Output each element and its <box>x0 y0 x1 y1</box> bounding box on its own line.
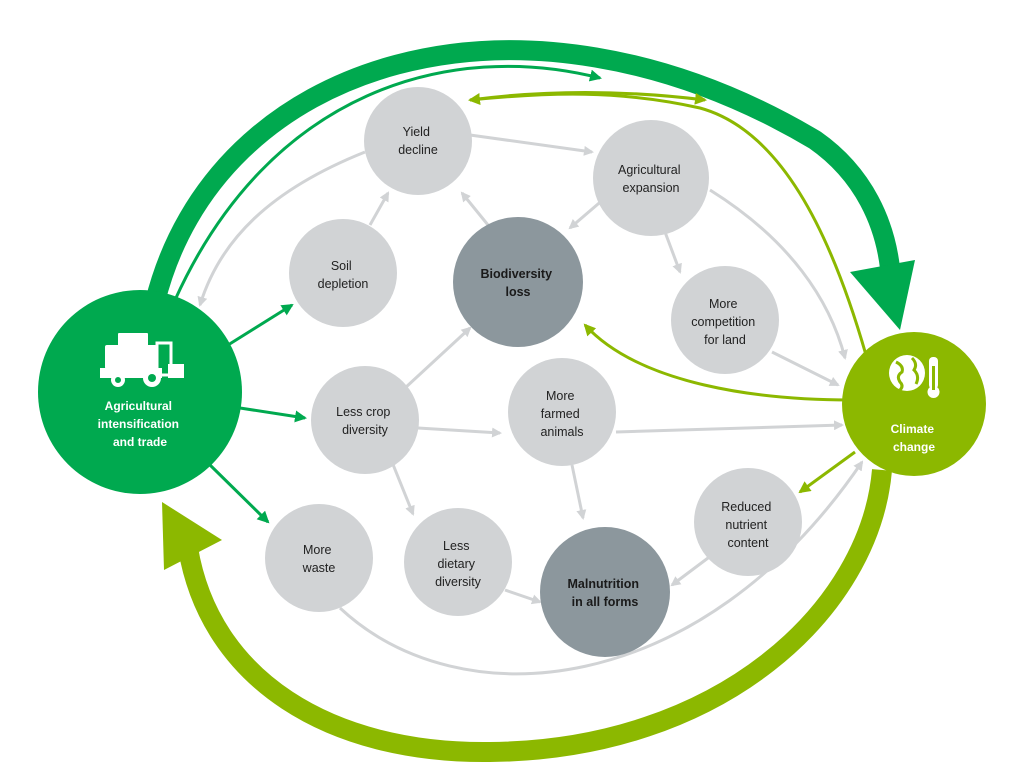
hub-agricultural-intensification: Agricultural intensification and trade <box>38 290 242 494</box>
hub-climate-change: Climate change <box>842 332 986 476</box>
node-dietary-line: dietary <box>437 557 475 571</box>
arrow-farmed-to-climate <box>615 420 844 434</box>
hub-climate-label: Climate change <box>891 422 938 454</box>
node-dietary-line: diversity <box>435 575 482 589</box>
node-reduced-line: Reduced <box>721 500 771 514</box>
node-biodiversity-loss: Biodiversity loss <box>453 217 583 347</box>
arrow-agri-to-top <box>173 64 602 301</box>
arrow-lesscrop-to-farmed <box>417 426 502 438</box>
outer-cycle <box>145 40 915 763</box>
combine-harvester-icon <box>100 333 184 387</box>
big-green-arrowhead <box>850 260 915 330</box>
grey-connectors <box>197 133 864 676</box>
node-lesscrop-line: diversity <box>342 423 389 437</box>
svg-text:Less crop diversity: Less crop diversity <box>336 405 394 437</box>
node-farmed-line: animals <box>540 425 583 439</box>
svg-text:Soil depletion: Soil depletion <box>318 259 369 291</box>
node-lesscrop-line: Less crop <box>336 405 390 419</box>
node-waste-line: waste <box>302 561 336 575</box>
hub-agri-label: Agricultural intensification and trade <box>98 399 183 449</box>
arrow-farmed-to-malnut <box>570 464 587 520</box>
node-more-competition-for-land: More competition for land <box>671 266 779 374</box>
svg-text:More waste: More waste <box>302 543 336 575</box>
arrow-soil-to-yield <box>368 191 390 226</box>
node-reduced-line: nutrient <box>725 518 767 532</box>
node-reduced-line: content <box>727 536 769 550</box>
node-yield-line: decline <box>398 143 438 157</box>
node-moreland-line: for land <box>704 333 746 347</box>
node-farmed-line: farmed <box>541 407 580 421</box>
svg-text:More competition f: More competition for land <box>691 297 758 347</box>
arrow-agri-to-lesscrop <box>239 406 307 423</box>
arrow-agexp-to-moreland <box>663 231 682 274</box>
node-reduced-nutrient-content: Reduced nutrient content <box>694 468 802 576</box>
svg-text:More farmed animal: More farmed animals <box>540 389 583 439</box>
svg-text:Agricultural expansion: Agricultural expansion <box>618 163 684 195</box>
big-lime-arc <box>178 469 892 763</box>
svg-text:Malnutrition in all form: Malnutrition in all forms <box>568 577 643 609</box>
svg-text:Less dietary diver: Less dietary diversity <box>435 539 482 589</box>
node-less-dietary-diversity: Less dietary diversity <box>404 508 512 616</box>
arrow-agri-to-soil <box>227 303 294 347</box>
big-green-arc <box>145 40 900 305</box>
arrow-to-climate-top <box>469 90 707 105</box>
node-biodiv-line: loss <box>505 285 530 299</box>
arrow-climate-to-reduced <box>798 450 856 494</box>
big-lime-arrowhead <box>162 502 222 570</box>
hub-agri-line: Agricultural <box>105 399 172 413</box>
arrow-dietary-to-malnut <box>504 588 542 605</box>
arrow-yield-to-agri <box>197 150 366 307</box>
node-more-farmed-animals: More farmed animals <box>508 358 616 466</box>
arrow-lesscrop-to-biodiv <box>403 326 472 390</box>
arrow-agexp-to-climate <box>709 188 848 360</box>
arrow-reduced-to-malnut <box>670 553 713 587</box>
node-yield-line: Yield <box>403 125 430 139</box>
svg-text:Reduced nutrient c: Reduced nutrient content <box>721 500 775 550</box>
node-biodiv-line: Biodiversity <box>480 267 552 281</box>
node-waste-line: More <box>303 543 332 557</box>
node-agricultural-expansion: Agricultural expansion <box>593 120 709 236</box>
hub-agri-line: and trade <box>113 435 167 449</box>
node-malnut-line: in all forms <box>572 595 639 609</box>
svg-text:Yield decline: Yield decline <box>398 125 438 157</box>
node-more-waste: More waste <box>265 504 373 612</box>
node-soil-depletion: Soil depletion <box>289 219 397 327</box>
node-soil-line: depletion <box>318 277 369 291</box>
hub-agri-line: intensification <box>98 417 179 431</box>
arrow-climate-to-biodiv <box>583 323 851 402</box>
node-dietary-line: Less <box>443 539 469 553</box>
globe-thermometer-icon <box>889 355 940 398</box>
arrow-yield-to-agexp <box>469 133 594 156</box>
svg-text:Biodiversity loss: Biodiversity loss <box>480 267 555 299</box>
node-yield-decline: Yield decline <box>364 87 472 195</box>
node-agexp-line: expansion <box>623 181 680 195</box>
node-malnut-line: Malnutrition <box>568 577 640 591</box>
hub-climate-line: Climate <box>891 422 935 436</box>
arrow-moreland-to-climate <box>771 350 840 387</box>
node-agexp-line: Agricultural <box>618 163 681 177</box>
node-farmed-line: More <box>546 389 575 403</box>
hub-climate-line: change <box>893 440 935 454</box>
node-soil-line: Soil <box>331 259 352 273</box>
node-moreland-line: competition <box>691 315 755 329</box>
node-moreland-line: More <box>709 297 738 311</box>
arrow-agri-to-waste <box>208 463 270 524</box>
node-malnutrition-in-all-forms: Malnutrition in all forms <box>540 527 670 657</box>
arrow-biodiv-to-yield <box>460 191 490 226</box>
long-connectors <box>173 64 868 524</box>
arrow-lesscrop-to-dietary <box>390 461 415 516</box>
node-less-crop-diversity: Less crop diversity <box>311 366 419 474</box>
